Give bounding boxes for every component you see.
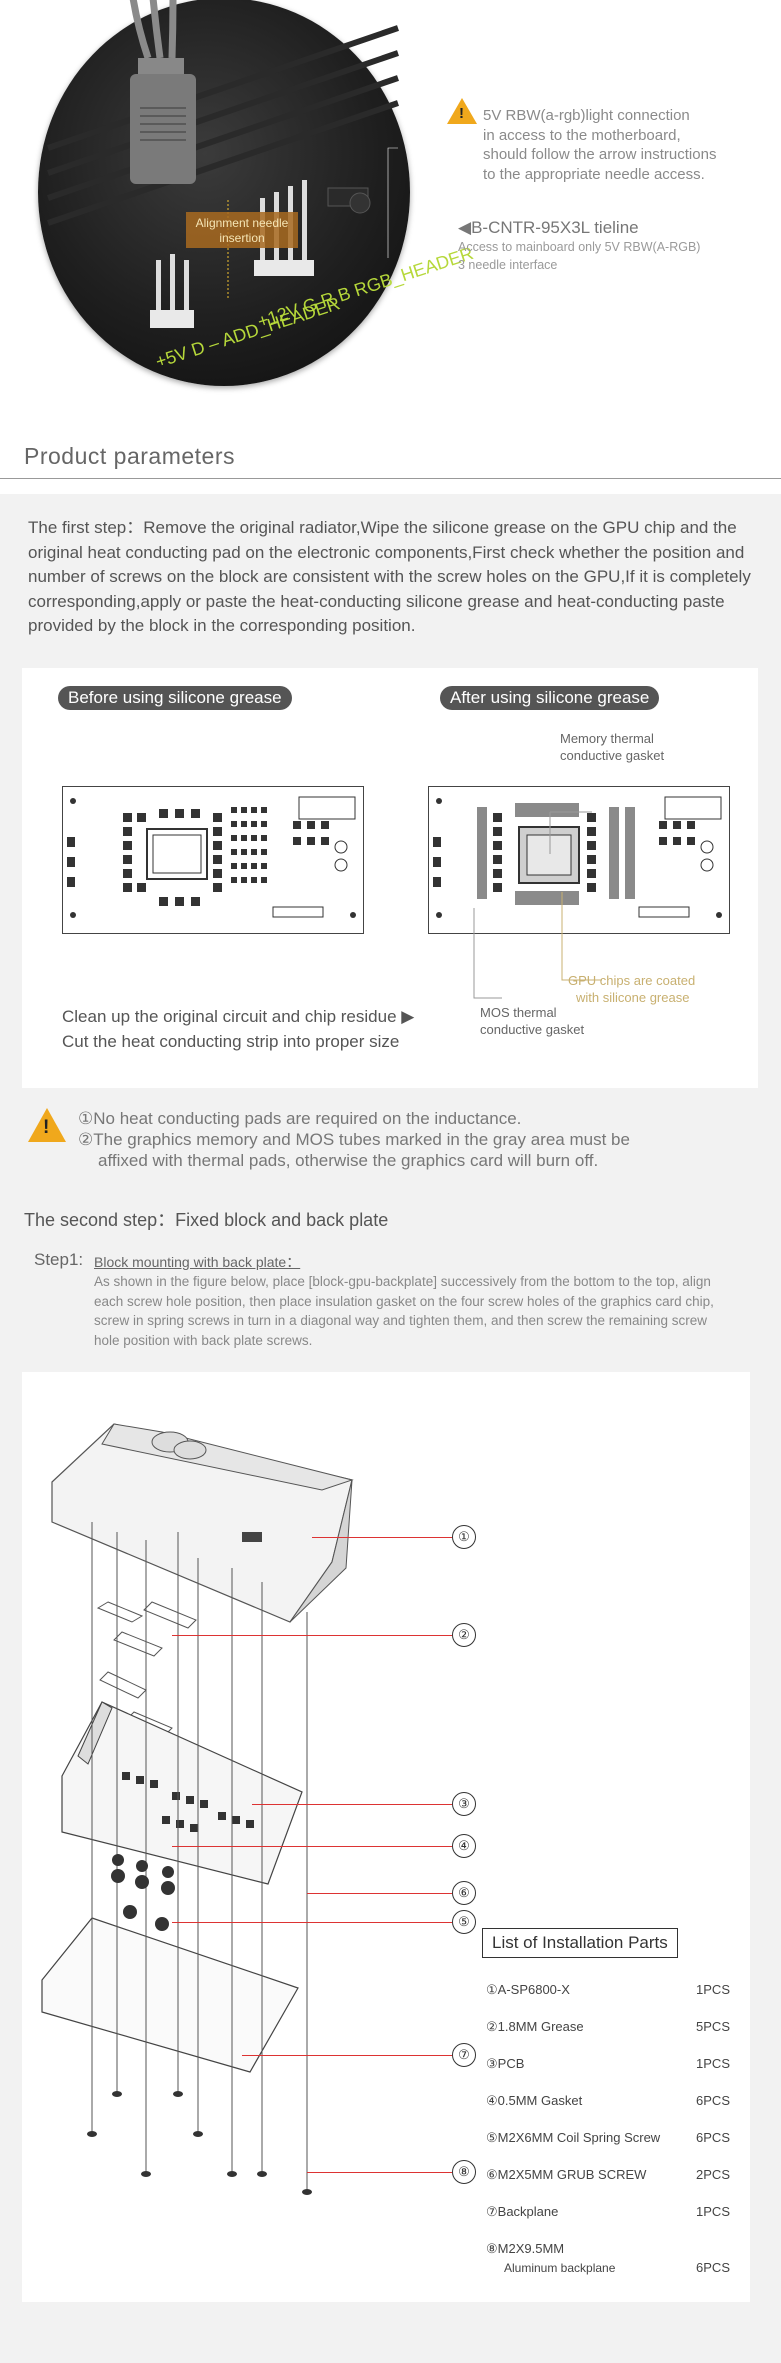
play-arrow-icon: ▶ xyxy=(401,1007,415,1026)
note-line: in access to the motherboard, xyxy=(483,126,681,144)
tieline-block: ◀B-CNTR-95X3L tieline Access to mainboar… xyxy=(458,218,700,274)
part-qty: 1PCS xyxy=(696,1982,730,1997)
part-row: ⑦Backplane 1PCS xyxy=(486,2204,730,2220)
step2-title: The second step：Fixed block and back pla… xyxy=(24,1210,389,1230)
gpu-note: GPU chips are coated with silicone greas… xyxy=(568,972,695,1006)
align-label-1: Alignment needle xyxy=(196,216,289,230)
part-qty: 1PCS xyxy=(696,2056,730,2071)
part-qty: 6PCS xyxy=(696,2260,730,2275)
section-title: Product parameters xyxy=(24,443,235,469)
part-name: ⑤M2X6MM Coil Spring Screw xyxy=(486,2130,661,2145)
callout-2: ② xyxy=(452,1623,476,1647)
mos-note-line2: conductive gasket xyxy=(480,1022,585,1037)
step1-body: As shown in the figure below, place [blo… xyxy=(94,1274,714,1348)
part-name: ②1.8MM Grease xyxy=(486,2019,584,2034)
part-qty: 5PCS xyxy=(696,2019,730,2034)
memory-note-line1: Memory thermal xyxy=(560,731,654,746)
part-row: ⑤M2X6MM Coil Spring Screw 6PCS xyxy=(486,2130,730,2146)
step1-paragraph: The first step：Remove the original radia… xyxy=(28,518,751,635)
step1-label: Step1: xyxy=(34,1250,84,1269)
part-qty: 1PCS xyxy=(696,2204,730,2219)
memory-note-line2: conductive gasket xyxy=(560,748,665,763)
callout-4: ④ xyxy=(452,1834,476,1858)
callout-5: ⑤ xyxy=(452,1910,476,1934)
clean-line1: Clean up the original circuit and chip r… xyxy=(62,1007,397,1026)
mos-note: MOS thermal conductive gasket xyxy=(480,1004,584,1038)
note-line: 5V RBW(a-rgb)light connection xyxy=(483,107,690,124)
step1-link: Block mounting with back plate： xyxy=(94,1254,301,1270)
gpu-note-line1: GPU chips are coated xyxy=(568,973,696,988)
connector-photo: +5V D – ADD_HEADER +12V G R B RGB_HEADER… xyxy=(38,0,476,386)
callout-line xyxy=(172,1922,452,1923)
section-divider xyxy=(0,478,781,479)
part-row: ⑥M2X5MM GRUB SCREW 2PCS xyxy=(486,2167,730,2183)
note-line: to the appropriate needle access. xyxy=(483,165,705,183)
gpu-note-line2: with silicone grease xyxy=(576,990,690,1005)
part-qty: 6PCS xyxy=(696,2093,730,2108)
before-label: Before using silicone grease xyxy=(58,686,292,710)
warning-line: ②The graphics memory and MOS tubes marke… xyxy=(78,1130,630,1149)
warning-icon: ! xyxy=(447,98,477,124)
callout-7: ⑦ xyxy=(452,2043,476,2067)
part-row: ③PCB 1PCS xyxy=(486,2056,730,2072)
callout-3: ③ xyxy=(452,1792,476,1816)
clean-instructions: Clean up the original circuit and chip r… xyxy=(62,1004,414,1054)
callout-8: ⑧ xyxy=(452,2160,476,2184)
parts-list-title: List of Installation Parts xyxy=(482,1928,678,1958)
part-row: ④0.5MM Gasket 6PCS xyxy=(486,2093,730,2109)
part-name: ⑥M2X5MM GRUB SCREW xyxy=(486,2167,647,2182)
mos-note-line1: MOS thermal xyxy=(480,1005,557,1020)
part-row: ①A-SP6800-X 1PCS xyxy=(486,1982,730,1998)
after-label: After using silicone grease xyxy=(440,686,660,710)
connection-note: 5V RBW(a-rgb)light connection in access … xyxy=(483,106,773,184)
part-qty: 2PCS xyxy=(696,2167,730,2182)
callout-line xyxy=(307,1893,452,1894)
part-name: ⑧M2X9.5MM xyxy=(486,2241,565,2256)
warning-line: affixed with thermal pads, otherwise the… xyxy=(98,1151,599,1170)
part-name: ④0.5MM Gasket xyxy=(486,2093,583,2108)
connector-section: +5V D – ADD_HEADER +12V G R B RGB_HEADER… xyxy=(0,0,781,430)
board-before xyxy=(62,786,364,934)
annotation-lines xyxy=(473,811,602,999)
arrow-left-icon: ◀ xyxy=(458,218,472,237)
tieline-title: ◀B-CNTR-95X3L tieline xyxy=(458,218,700,238)
warning-text: ①No heat conducting pads are required on… xyxy=(78,1108,718,1171)
tieline-sub1: Access to mainboard only 5V RBW(A-RGB) xyxy=(458,240,701,254)
note-line: should follow the arrow instructions xyxy=(483,146,717,163)
part-name: ①A-SP6800-X xyxy=(486,1982,570,1997)
callout-1: ① xyxy=(452,1525,476,1549)
grease-card: Before using silicone grease After using… xyxy=(22,668,758,1088)
tieline-title-text: B-CNTR-95X3L tieline xyxy=(471,218,639,237)
callout-line xyxy=(242,2055,452,2056)
assembly-card: ① ② ③ ④ ⑥ ⑤ ⑦ ⑧ xyxy=(22,1372,750,2302)
callout-line xyxy=(172,1846,452,1847)
clean-line2: Cut the heat conducting strip into prope… xyxy=(62,1032,400,1051)
align-label-2: insertion xyxy=(219,231,264,245)
callout-line xyxy=(312,1537,452,1538)
warning-icon-2: ! xyxy=(28,1108,66,1142)
part-name: ⑦Backplane xyxy=(486,2204,559,2219)
part-name: ③PCB xyxy=(486,2056,525,2071)
callout-line xyxy=(307,2172,452,2173)
callout-6: ⑥ xyxy=(452,1881,476,1905)
memory-note: Memory thermal conductive gasket xyxy=(560,730,664,764)
part-sub: Aluminum backplane xyxy=(504,2261,616,2275)
callout-line xyxy=(252,1804,452,1805)
board-after xyxy=(428,786,730,934)
part-qty: 6PCS xyxy=(696,2130,730,2145)
warning-line: ①No heat conducting pads are required on… xyxy=(78,1109,522,1128)
connector-illustration: +5V D – ADD_HEADER +12V G R B RGB_HEADER… xyxy=(47,0,476,373)
part-row: ⑧M2X9.5MM xyxy=(486,2241,730,2257)
part-row: ②1.8MM Grease 5PCS xyxy=(486,2019,730,2035)
tieline-sub2: 3 needle interface xyxy=(458,258,558,272)
part-row: Aluminum backplane 6PCS xyxy=(486,2260,730,2275)
callout-line xyxy=(172,1635,452,1636)
exploded-view-illustration xyxy=(41,1423,354,2195)
